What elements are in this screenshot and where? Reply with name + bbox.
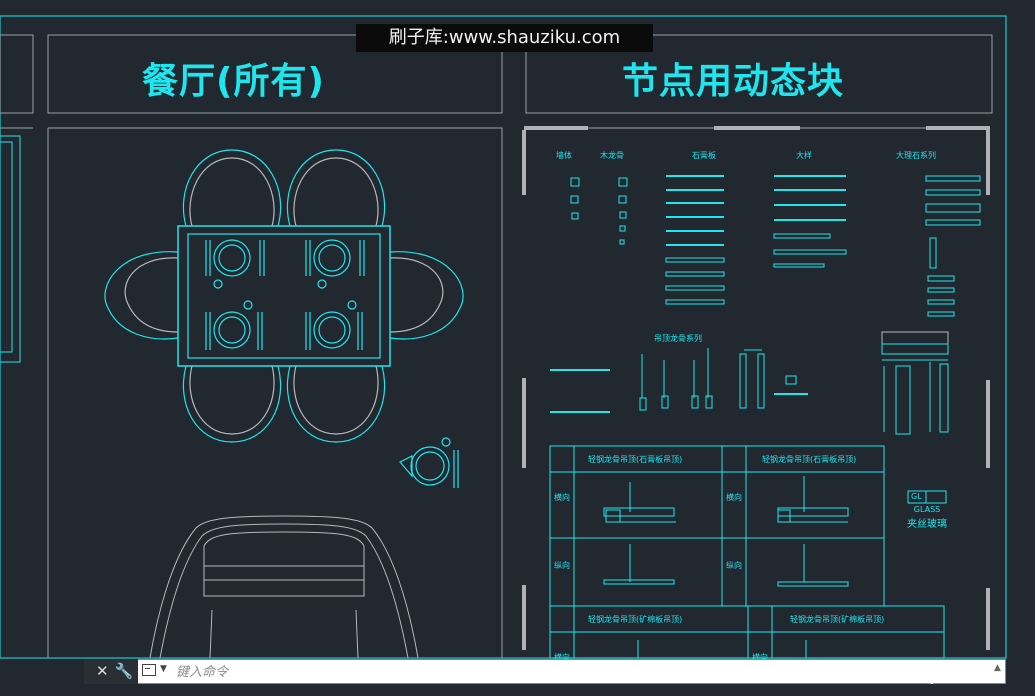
chevron-down-icon[interactable]: ▼ xyxy=(160,664,167,674)
frame-lines xyxy=(0,34,993,658)
wrench-icon[interactable]: 🔧 xyxy=(114,662,134,680)
terminal-icon[interactable] xyxy=(142,664,156,676)
detail-title-4: 轻钢龙骨吊顶(矿棉板吊顶) xyxy=(790,615,885,624)
dining-set xyxy=(104,149,464,443)
material-legend xyxy=(550,175,981,435)
legend-head-marble: 大理石系列 xyxy=(896,151,936,160)
scroll-up-icon[interactable]: ▲ xyxy=(994,663,1001,673)
legend-head-wood: 木龙骨 xyxy=(600,151,624,160)
detail-title-1: 轻钢龙骨吊顶(石膏板吊顶) xyxy=(588,455,683,464)
place-setting-single xyxy=(399,437,459,488)
legend-head-gypsum: 石膏板 xyxy=(692,151,716,160)
glass-symbol xyxy=(907,490,947,504)
glass-code: GL xyxy=(911,492,922,501)
title-dynamic-blocks: 节点用动态块 xyxy=(622,61,845,102)
frame-bold-segments xyxy=(522,126,990,650)
side-label-4: 纵向 xyxy=(726,561,742,570)
legend-head-detail: 大样 xyxy=(796,151,812,160)
detail-title-2: 轻钢龙骨吊顶(石膏板吊顶) xyxy=(762,455,857,464)
detail-tables xyxy=(549,445,945,659)
glass-label-en: GLASS xyxy=(913,505,941,514)
detail-title-3: 轻钢龙骨吊顶(矿棉板吊顶) xyxy=(588,615,683,624)
side-label-1: 横向 xyxy=(554,493,570,502)
side-label-5: 横向 xyxy=(554,653,570,662)
glass-label-cn: 夹丝玻璃 xyxy=(907,519,947,530)
command-input[interactable] xyxy=(174,661,978,683)
command-line-controls: ✕ 🔧 xyxy=(92,659,138,684)
title-dining-room: 餐厅(所有) xyxy=(142,61,325,102)
side-label-3: 横向 xyxy=(726,493,742,502)
sheet-border xyxy=(0,15,1007,659)
command-line-grip[interactable] xyxy=(84,659,92,684)
car-outline xyxy=(149,515,419,659)
side-label-2: 纵向 xyxy=(554,561,570,570)
watermark-banner: 刷子库:www.shauziku.com xyxy=(356,24,653,52)
resize-cursor-icon: ↕ xyxy=(924,668,940,689)
close-icon[interactable]: ✕ xyxy=(96,662,109,680)
legend-head-wall: 墙体 xyxy=(556,151,572,160)
left-edge-detail xyxy=(0,135,21,363)
side-label-6: 横向 xyxy=(752,653,768,662)
ceiling-keel-series-label: 吊顶龙骨系列 xyxy=(654,334,702,343)
